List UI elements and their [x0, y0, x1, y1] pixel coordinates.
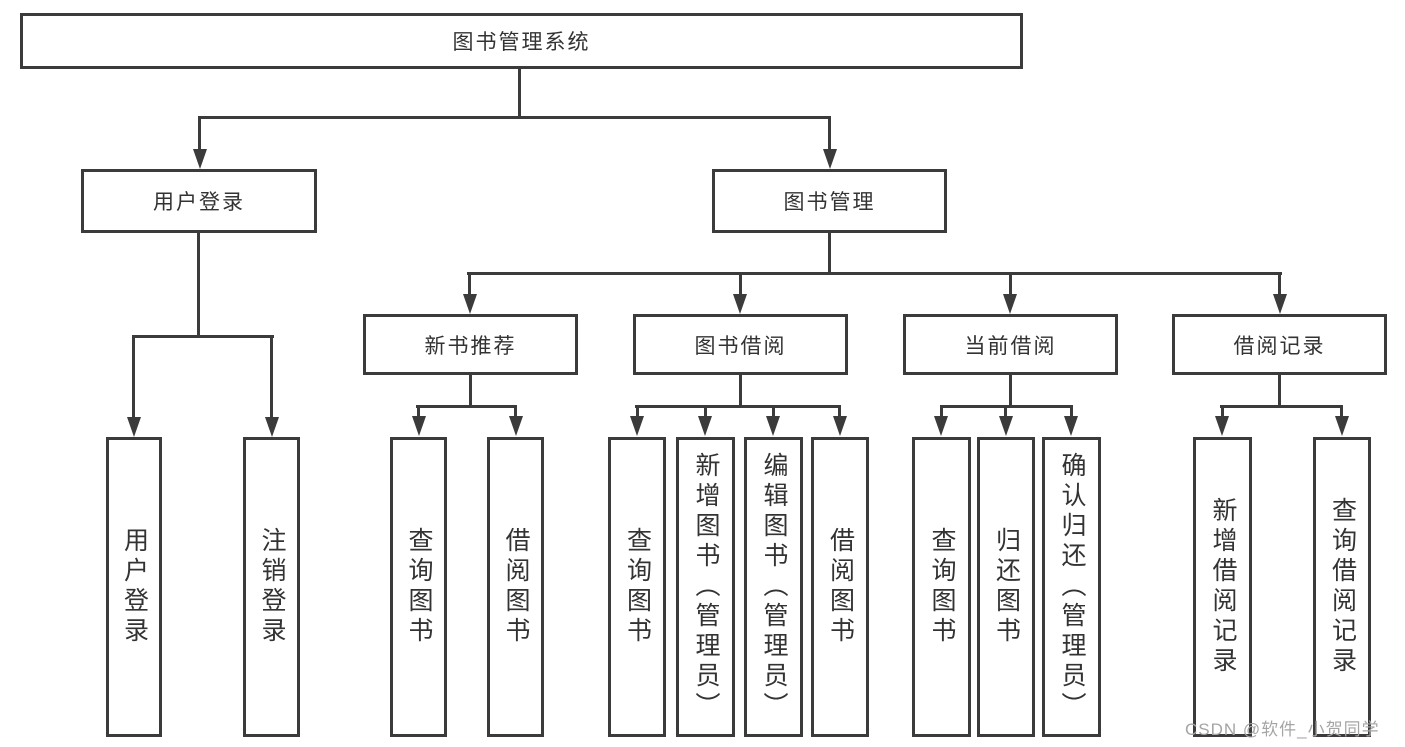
connector-line [1278, 375, 1281, 408]
arrowhead-down-icon [698, 416, 712, 436]
node-label: 图书管理 [783, 190, 876, 214]
connector-line [1070, 405, 1073, 418]
arrowhead-down-icon [934, 416, 948, 436]
arrowhead-down-icon [265, 417, 279, 437]
leaf-label: 借阅图书 [502, 527, 529, 647]
leaf-label: 编辑图书（管理员） [760, 452, 787, 722]
arrowhead-down-icon [833, 416, 847, 436]
connector-line [1220, 405, 1343, 408]
leaf-borrow-books-recommend: 借阅图书 [487, 437, 544, 737]
node-label: 新书推荐 [424, 333, 517, 358]
leaf-query-borrow-records: 查询借阅记录 [1313, 437, 1371, 737]
connector-line [828, 116, 831, 152]
leaf-query-books-current: 查询图书 [912, 437, 971, 737]
connector-line [739, 272, 742, 297]
connector-line [1278, 272, 1281, 297]
leaf-logout: 注销登录 [243, 437, 300, 737]
csdn-watermark: CSDN @软件_小贺同学 [1185, 720, 1380, 739]
leaf-label: 借阅图书 [826, 527, 854, 647]
connector-line [518, 69, 521, 119]
arrowhead-down-icon [1003, 294, 1017, 314]
leaf-label: 新增图书（管理员） [692, 452, 719, 722]
node-label: 图书借阅 [694, 333, 787, 358]
node-borrowing-records: 借阅记录 [1172, 314, 1387, 375]
connector-line [132, 335, 135, 420]
connector-line [198, 116, 201, 152]
node-current-borrowing: 当前借阅 [903, 314, 1118, 375]
leaf-label: 归还图书 [992, 527, 1020, 647]
leaf-label: 确认归还（管理员） [1058, 452, 1085, 722]
connector-line [1340, 405, 1343, 418]
connector-line [635, 405, 841, 408]
connector-line [940, 405, 943, 418]
connector-line [132, 335, 274, 338]
leaf-confirm-return-admin: 确认归还（管理员） [1042, 437, 1101, 737]
arrowhead-down-icon [1215, 416, 1229, 436]
connector-line [1004, 405, 1007, 418]
arrowhead-down-icon [127, 417, 141, 437]
node-label: 用户登录 [153, 190, 245, 214]
connector-line [467, 272, 1282, 275]
node-new-book-recommendation: 新书推荐 [363, 314, 578, 375]
connector-line [828, 233, 831, 275]
arrowhead-down-icon [193, 149, 207, 169]
node-label: 图书管理系统 [452, 30, 591, 54]
arrowhead-down-icon [630, 416, 644, 436]
leaf-label: 查询借阅记录 [1328, 497, 1356, 677]
connector-line [468, 272, 471, 297]
arrowhead-down-icon [1273, 294, 1287, 314]
connector-line [417, 405, 420, 418]
node-user-login: 用户登录 [81, 169, 317, 233]
arrowhead-down-icon [999, 416, 1013, 436]
connector-line [416, 405, 517, 408]
arrowhead-down-icon [412, 416, 426, 436]
connector-line [469, 375, 472, 408]
leaf-label: 查询图书 [928, 527, 955, 647]
connector-line [1009, 272, 1012, 297]
connector-line [198, 116, 831, 119]
arrowhead-down-icon [463, 294, 477, 314]
leaf-label: 新增借阅记录 [1209, 497, 1236, 677]
leaf-add-borrow-record: 新增借阅记录 [1193, 437, 1252, 737]
leaf-edit-book-admin: 编辑图书（管理员） [744, 437, 803, 737]
connector-line [1009, 375, 1012, 408]
arrowhead-down-icon [733, 294, 747, 314]
node-book-borrowing: 图书借阅 [633, 314, 848, 375]
arrowhead-down-icon [509, 416, 523, 436]
arrowhead-down-icon [1064, 416, 1078, 436]
arrowhead-down-icon [823, 149, 837, 169]
connector-line [1221, 405, 1224, 418]
leaf-query-books-borrowing: 查询图书 [608, 437, 666, 737]
node-library-management-system: 图书管理系统 [20, 13, 1023, 69]
leaf-add-book-admin: 新增图书（管理员） [676, 437, 735, 737]
connector-line [636, 405, 639, 418]
connector-line [270, 335, 273, 420]
arrowhead-down-icon [1335, 416, 1349, 436]
leaf-label: 查询图书 [623, 527, 651, 647]
node-label: 借阅记录 [1233, 333, 1326, 358]
connector-line [514, 405, 517, 418]
leaf-return-books: 归还图书 [977, 437, 1035, 737]
leaf-borrow-books: 借阅图书 [811, 437, 869, 737]
connector-line [739, 375, 742, 408]
connector-line [197, 233, 200, 338]
node-label: 当前借阅 [964, 333, 1057, 358]
leaf-user-login: 用户登录 [106, 437, 162, 737]
leaf-label: 查询图书 [405, 527, 432, 647]
connector-line [838, 405, 841, 418]
arrowhead-down-icon [766, 416, 780, 436]
connector-line [704, 405, 707, 418]
connector-line [772, 405, 775, 418]
leaf-label: 注销登录 [258, 527, 285, 647]
leaf-query-books-recommend: 查询图书 [390, 437, 447, 737]
node-book-management: 图书管理 [712, 169, 947, 233]
leaf-label: 用户登录 [120, 527, 148, 647]
